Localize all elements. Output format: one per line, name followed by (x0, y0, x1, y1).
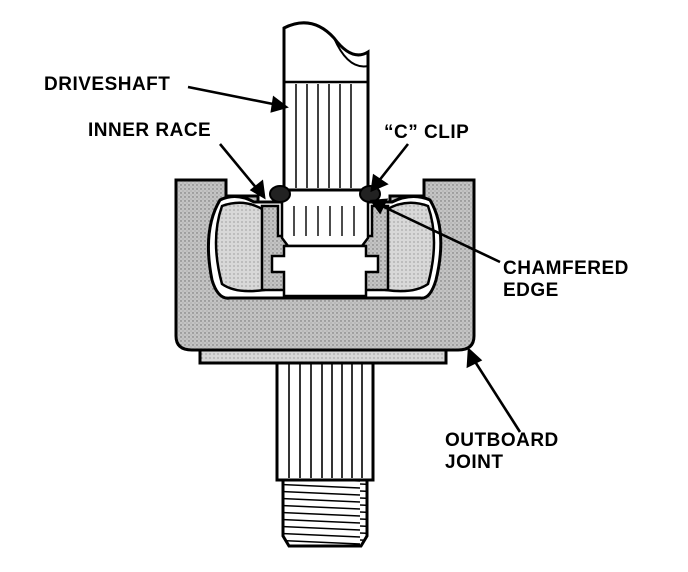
label-driveshaft: DRIVESHAFT (44, 74, 171, 95)
label-outboard-joint-line1: OUTBOARD (445, 430, 559, 451)
arrow-chamfered-edge (369, 198, 501, 264)
label-inner-race: INNER RACE (88, 120, 212, 141)
label-c-clip: “C” CLIP (384, 122, 470, 143)
arrow-outboard-joint (466, 347, 522, 433)
arrow-c-clip (370, 143, 410, 193)
shaft-splined-end (270, 188, 380, 298)
arrow-inner-race (218, 143, 266, 200)
arrow-driveshaft (187, 85, 289, 113)
label-chamfered-edge-line2: EDGE (503, 280, 559, 301)
driveshaft (282, 21, 370, 192)
stub-shaft (275, 358, 375, 482)
leader-lines (187, 85, 522, 433)
label-chamfered-edge-line1: CHAMFERED (503, 258, 629, 279)
c-clip (269, 185, 381, 203)
label-outboard-joint-line2: JOINT (445, 452, 504, 473)
threaded-end (281, 478, 369, 548)
